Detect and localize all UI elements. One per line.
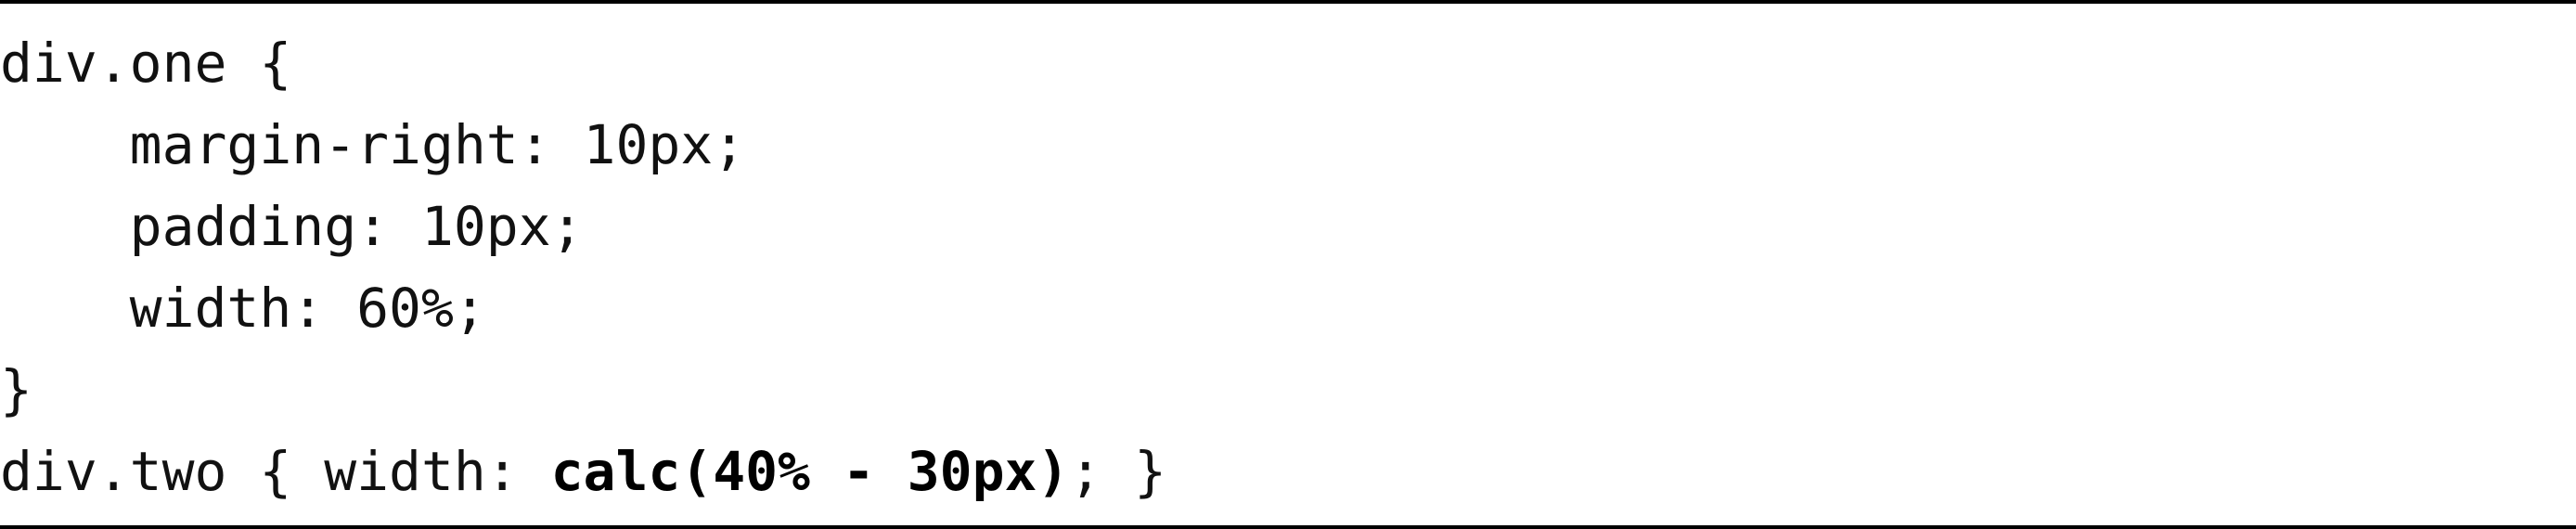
css-code-block: div.one { margin-right: 10px; padding: 1… bbox=[0, 22, 1166, 512]
code-line-3: padding: 10px; bbox=[0, 195, 584, 258]
code-line-6-suffix: ; } bbox=[1069, 440, 1167, 503]
code-line-2: margin-right: 10px; bbox=[0, 113, 746, 176]
calc-expression: calc(40% - 30px) bbox=[550, 440, 1070, 503]
bottom-rule bbox=[0, 525, 2576, 529]
code-line-6: div.two { width: calc(40% - 30px); } bbox=[0, 431, 1166, 512]
code-line-5: } bbox=[0, 358, 32, 421]
code-line-4: width: 60%; bbox=[0, 277, 486, 340]
code-line-6-prefix: div.two { width: bbox=[0, 440, 551, 503]
top-rule bbox=[0, 0, 2576, 4]
code-line-1: div.one { bbox=[0, 32, 292, 95]
